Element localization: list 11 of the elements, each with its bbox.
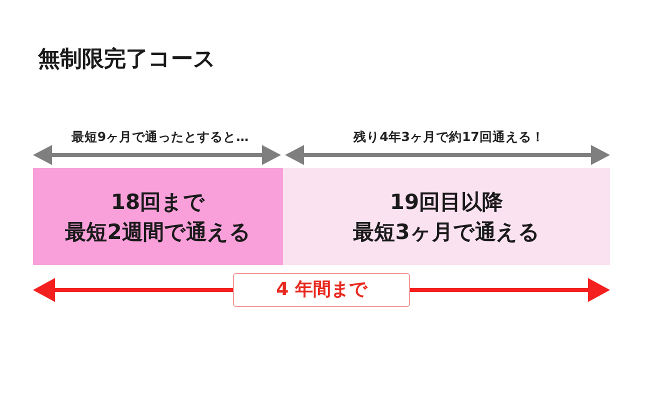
duration-box	[233, 273, 410, 307]
band-text: 18回まで	[110, 188, 206, 216]
band-text: 19回目以降	[390, 188, 504, 216]
duration-text: 4 年間まで	[276, 279, 367, 301]
band-text: 最短2週間で通える	[65, 218, 251, 246]
dimension-label: 最短9ヶ月で通ったとすると…	[71, 129, 249, 145]
dimension-label: 残り4年3ヶ月で約17回通える！	[354, 129, 544, 145]
period-band	[283, 168, 610, 265]
band-text: 最短3ヶ月で通える	[353, 218, 540, 246]
period-band	[33, 168, 283, 265]
title: 無制限完了コース	[38, 46, 216, 74]
